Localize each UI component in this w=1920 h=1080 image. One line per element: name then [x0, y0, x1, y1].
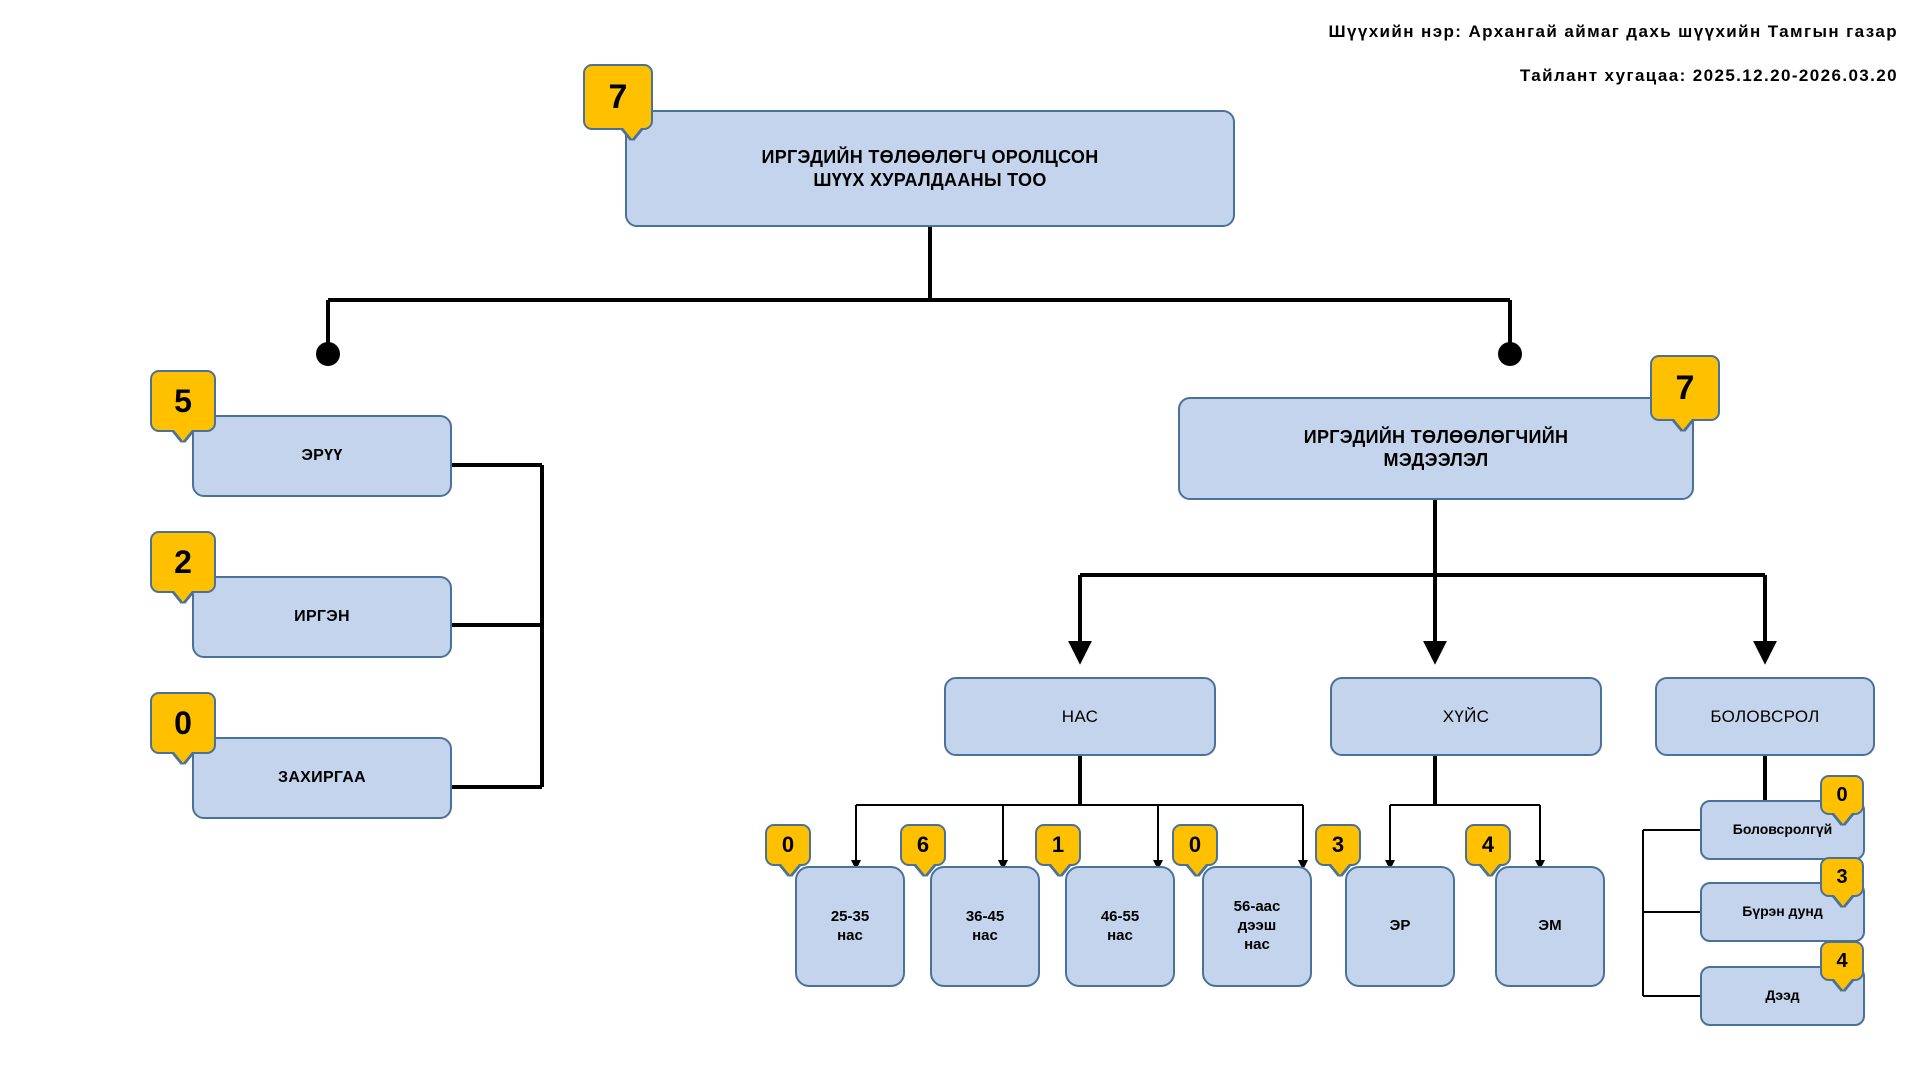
node-age-25-35-label: 25-35 нас	[823, 908, 877, 946]
node-age-36-45-label-line1: 36-45	[965, 907, 1005, 925]
node-case-type-administrative[interactable]: ЗАХИРГАА	[192, 737, 452, 819]
node-age-25-35-label-line1: 25-35	[830, 907, 870, 925]
node-age-25-35-label-line2: нас	[837, 926, 863, 944]
badge-case-type-civil: 2	[150, 531, 216, 593]
node-total-hearings-label-line1: ИРГЭДИЙН ТӨЛӨӨЛӨГЧ ОРОЛЦСОН	[761, 147, 1099, 167]
node-age-46-55-label-line1: 46-55	[1100, 907, 1140, 925]
badge-education-higher: 4	[1820, 941, 1864, 981]
node-education-none-label: Боловсролгүй	[1732, 821, 1833, 838]
node-gender-male[interactable]: ЭР	[1345, 866, 1455, 987]
badge-gender-male: 3	[1315, 824, 1361, 866]
badge-education-none: 0	[1820, 775, 1864, 815]
badge-gender-female: 4	[1465, 824, 1511, 866]
node-age-56-plus-label: 56-аас дээш нас	[1226, 898, 1289, 954]
node-representative-info[interactable]: ИРГЭДИЙН ТӨЛӨӨЛӨГЧИЙН МЭДЭЭЛЭЛ	[1178, 397, 1694, 500]
node-case-type-civil[interactable]: ИРГЭН	[192, 576, 452, 658]
node-case-type-civil-label: ИРГЭН	[294, 608, 350, 625]
node-gender-male-label: ЭР	[1389, 917, 1411, 935]
node-representative-info-label: ИРГЭДИЙН ТӨЛӨӨЛӨГЧИЙН МЭДЭЭЛЭЛ	[1296, 426, 1577, 471]
node-age-56-plus-label-line1: 56-аас	[1233, 898, 1281, 916]
node-case-type-criminal[interactable]: ЭРҮҮ	[192, 415, 452, 497]
badge-representative-info: 7	[1650, 355, 1720, 421]
node-age-46-55-label: 46-55 нас	[1093, 908, 1147, 946]
node-category-age[interactable]: НАС	[944, 677, 1216, 756]
node-total-hearings-label: ИРГЭДИЙН ТӨЛӨӨЛӨГЧ ОРОЛЦСОН ШҮҮХ ХУРАЛДА…	[753, 146, 1106, 191]
node-category-education-label: БОЛОВСРОЛ	[1710, 706, 1820, 726]
badge-age-25-35: 0	[765, 824, 811, 866]
badge-total-hearings: 7	[583, 64, 653, 130]
node-gender-female[interactable]: ЭМ	[1495, 866, 1605, 987]
node-age-36-45-label: 36-45 нас	[958, 908, 1012, 946]
node-age-56-plus-label-line3: нас	[1244, 935, 1270, 953]
node-gender-female-label: ЭМ	[1538, 917, 1562, 935]
node-age-46-55[interactable]: 46-55 нас	[1065, 866, 1175, 987]
node-category-gender[interactable]: ХҮЙС	[1330, 677, 1602, 756]
node-total-hearings-label-line2: ШҮҮХ ХУРАЛДААНЫ ТОО	[813, 169, 1047, 190]
badge-age-36-45: 6	[900, 824, 946, 866]
badge-case-type-criminal: 5	[150, 370, 216, 432]
node-representative-info-label-line2: МЭДЭЭЛЭЛ	[1383, 449, 1489, 470]
badge-case-type-administrative: 0	[150, 692, 216, 754]
node-age-36-45[interactable]: 36-45 нас	[930, 866, 1040, 987]
node-education-higher-label: Дээд	[1765, 987, 1800, 1004]
node-representative-info-label-line1: ИРГЭДИЙН ТӨЛӨӨЛӨГЧИЙН	[1303, 427, 1569, 447]
node-education-secondary-label: Бүрэн дунд	[1742, 903, 1823, 920]
node-category-gender-label: ХҮЙС	[1442, 706, 1490, 726]
node-age-36-45-label-line2: нас	[972, 926, 998, 944]
node-age-56-plus-label-line2: дээш	[1237, 917, 1277, 935]
badge-education-secondary: 3	[1820, 857, 1864, 897]
node-case-type-criminal-label: ЭРҮҮ	[301, 447, 343, 464]
badge-age-46-55: 1	[1035, 824, 1081, 866]
node-age-46-55-label-line2: нас	[1107, 926, 1133, 944]
node-category-education[interactable]: БОЛОВСРОЛ	[1655, 677, 1875, 756]
node-total-hearings[interactable]: ИРГЭДИЙН ТӨЛӨӨЛӨГЧ ОРОЛЦСОН ШҮҮХ ХУРАЛДА…	[625, 110, 1235, 227]
badge-age-56-plus: 0	[1172, 824, 1218, 866]
node-age-56-plus[interactable]: 56-аас дээш нас	[1202, 866, 1312, 987]
node-case-type-administrative-label: ЗАХИРГАА	[278, 769, 366, 786]
court-name-header: Шүүхийн нэр: Архангай аймаг дахь шүүхийн…	[1328, 22, 1898, 41]
node-category-age-label: НАС	[1061, 706, 1099, 726]
reporting-period-header: Тайлант хугацаа: 2025.12.20-2026.03.20	[1519, 66, 1898, 85]
node-age-25-35[interactable]: 25-35 нас	[795, 866, 905, 987]
